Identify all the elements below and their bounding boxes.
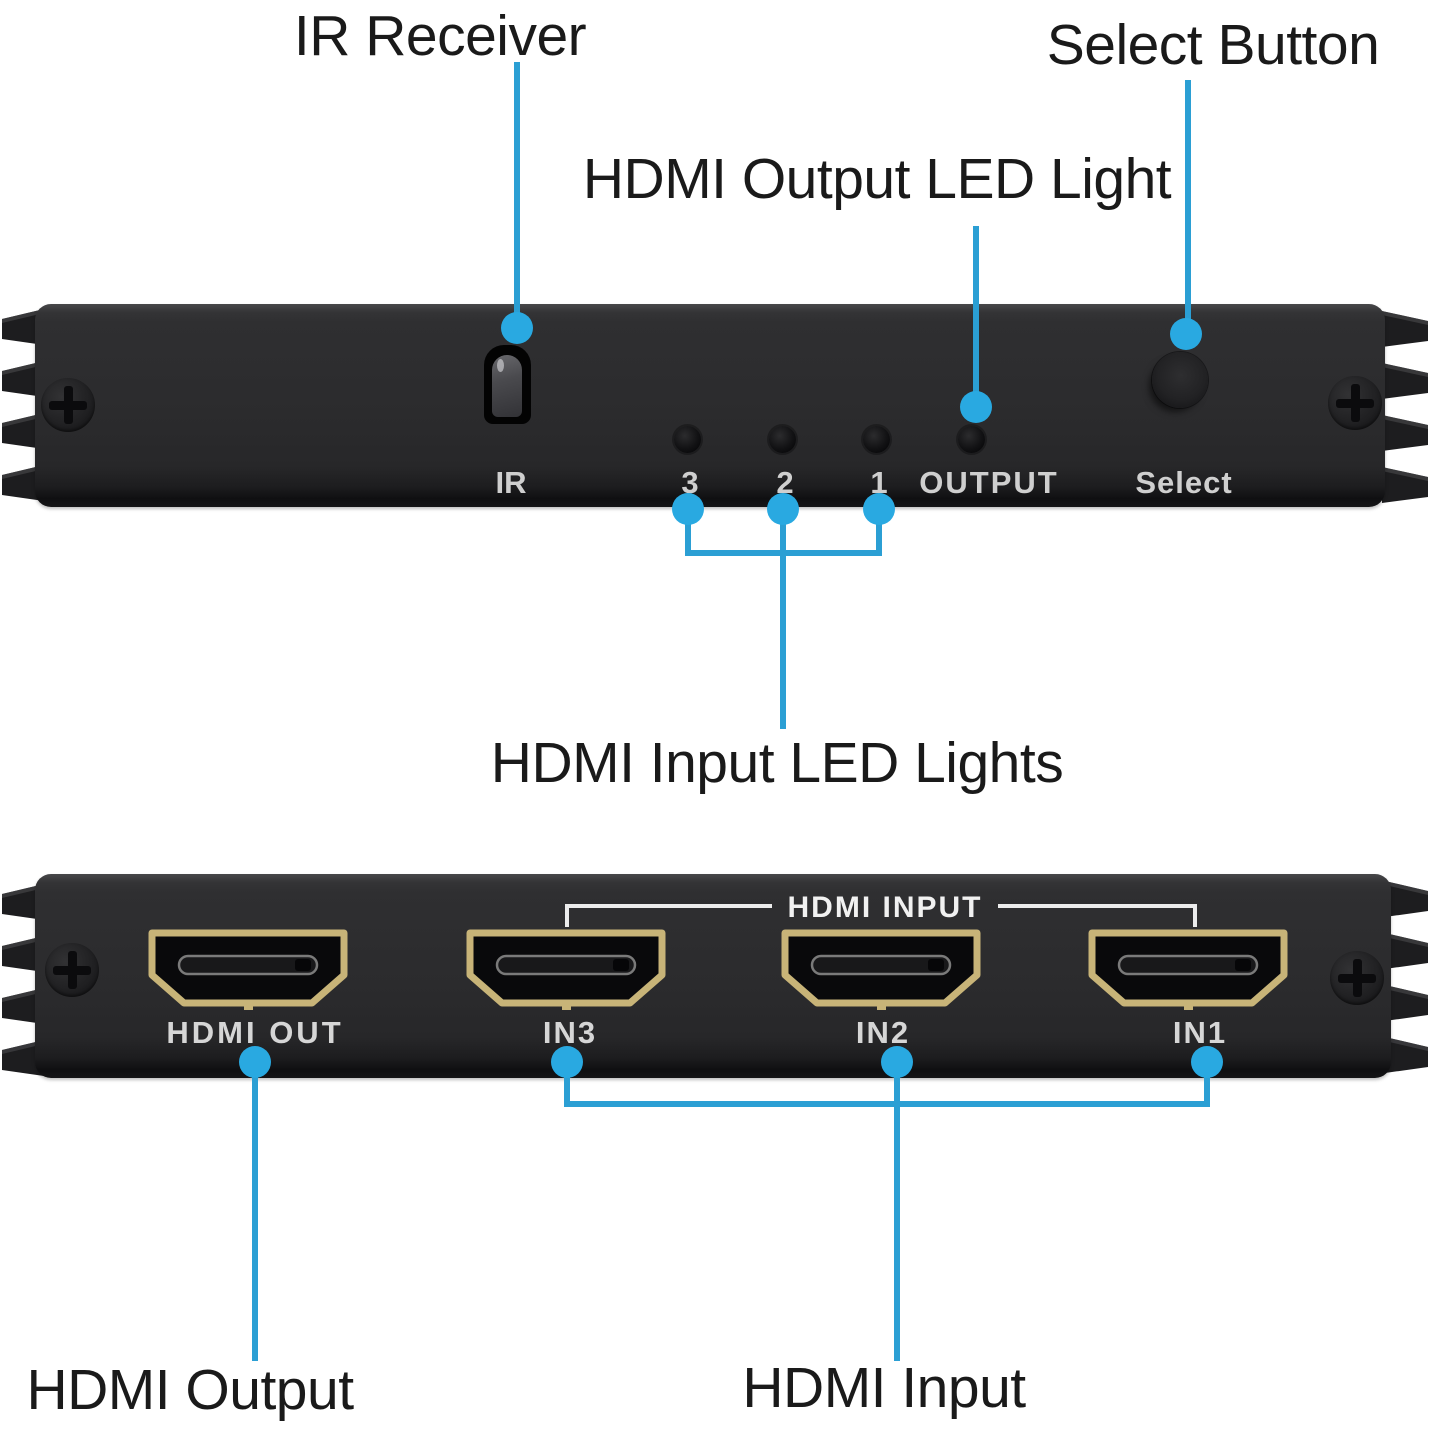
heatsink-fins-front-left: [2, 309, 44, 501]
callout-dot-output-led: [960, 391, 992, 423]
led-output: [958, 426, 985, 453]
ir-receiver-window: [484, 345, 531, 424]
callout-hdmi-output: HDMI Output: [26, 1358, 354, 1422]
hdmi-port-in2: [781, 929, 981, 1010]
select-button: [1152, 352, 1208, 408]
callout-dot-led1: [863, 493, 895, 525]
panel-label-hdmi-input-group: HDMI INPUT: [787, 891, 983, 924]
callout-ir-receiver: IR Receiver: [293, 4, 587, 68]
panel-label-in1: IN1: [1172, 1015, 1228, 1050]
callout-dot-in2: [881, 1046, 913, 1078]
callout-dot-in3: [551, 1046, 583, 1078]
callout-dot-in1: [1191, 1046, 1223, 1078]
callout-dot-led2: [767, 493, 799, 525]
callout-dot-hdmi-out: [239, 1046, 271, 1078]
callout-hdmi-input-leds: HDMI Input LED Lights: [490, 731, 1064, 795]
screw-icon: [1330, 951, 1384, 1005]
panel-label-1: 1: [870, 465, 888, 500]
screw-icon: [45, 943, 99, 997]
screw-icon: [1328, 376, 1382, 430]
panel-label-output: OUTPUT: [919, 465, 1059, 500]
callout-select-button: Select Button: [1046, 13, 1380, 77]
panel-label-3: 3: [681, 465, 699, 500]
hdmi-port-in3: [466, 929, 666, 1010]
panel-label-in2: IN2: [855, 1015, 911, 1050]
led-input-3: [674, 426, 701, 453]
heatsink-fins-back-right: [1385, 881, 1428, 1073]
heatsink-fins-back-left: [2, 884, 44, 1076]
hdmi-input-bracket: [565, 904, 1197, 927]
hdmi-port-in1: [1088, 929, 1288, 1010]
callout-dot-led3: [672, 493, 704, 525]
led-input-2: [769, 426, 796, 453]
heatsink-fins-front-right: [1382, 311, 1428, 503]
callout-hdmi-output-led: HDMI Output LED Light: [582, 147, 1172, 211]
callout-dot-ir-receiver: [501, 312, 533, 344]
panel-label-ir: IR: [495, 465, 527, 500]
callout-dot-select-button: [1170, 318, 1202, 350]
panel-label-2: 2: [776, 465, 794, 500]
callout-hdmi-input: HDMI Input: [742, 1356, 1026, 1420]
panel-label-hdmi-out: HDMI OUT: [166, 1015, 344, 1050]
panel-label-in3: IN3: [542, 1015, 598, 1050]
hdmi-port-out: [148, 929, 348, 1010]
ir-sensor-icon: [492, 355, 522, 417]
front-panel: [35, 304, 1385, 507]
led-input-1: [863, 426, 890, 453]
screw-icon: [41, 378, 95, 432]
panel-label-select: Select: [1135, 465, 1233, 500]
